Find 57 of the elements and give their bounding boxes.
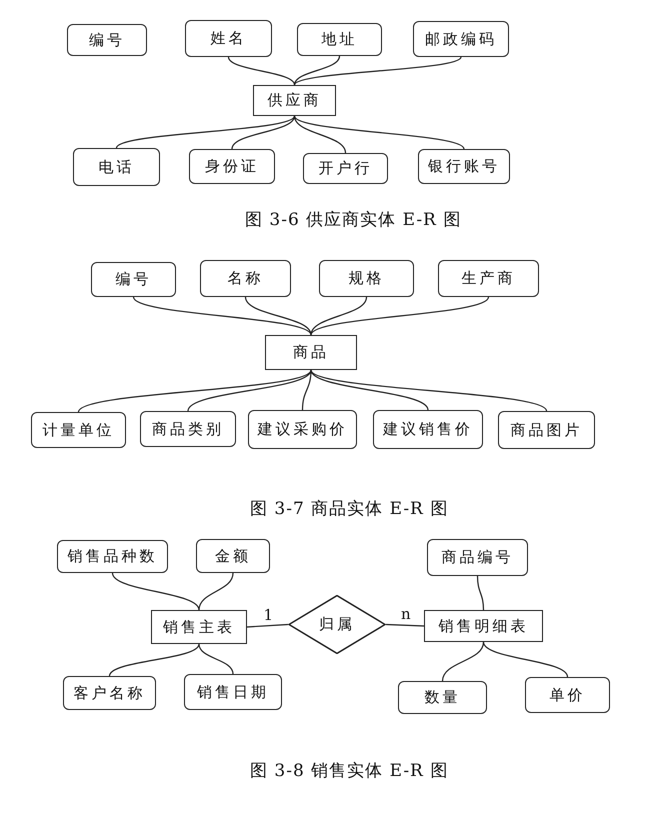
- entity-box: 商品: [265, 335, 357, 370]
- connector-line: [386, 624, 424, 627]
- connector-line: [112, 572, 200, 610]
- figure-caption: 图 3-8 销售实体 E-R 图: [250, 760, 448, 782]
- attribute-box: 建议采购价: [248, 410, 357, 449]
- connector-line: [294, 56, 340, 86]
- attribute-box: 电话: [73, 148, 160, 186]
- attribute-box: 编号: [91, 262, 176, 297]
- attribute-box: 单价: [525, 677, 610, 713]
- connector-line: [310, 370, 547, 412]
- connector-line: [310, 296, 368, 336]
- attribute-box: 开户行: [303, 153, 388, 184]
- connector-line: [78, 370, 312, 412]
- connector-line: [310, 370, 429, 410]
- connector-line: [294, 116, 346, 154]
- entity-box: 供应商: [253, 85, 336, 116]
- attribute-box: 计量单位: [31, 412, 126, 448]
- connector-line: [187, 370, 312, 412]
- connector-line: [133, 296, 312, 336]
- connector-line: [482, 642, 568, 678]
- connector-line: [198, 644, 234, 674]
- relationship-diamond: 归属: [288, 595, 386, 654]
- connector-line: [442, 642, 484, 682]
- connector-line: [244, 296, 312, 336]
- attribute-box: 邮政编码: [413, 21, 509, 57]
- connector-line: [294, 116, 464, 150]
- connector-line: [294, 56, 462, 86]
- attribute-box: 身份证: [189, 149, 275, 184]
- connector-line: [246, 624, 288, 628]
- entity-box: 销售主表: [151, 610, 247, 644]
- attribute-box: 地址: [297, 23, 382, 56]
- figure-caption: 图 3-6 供应商实体 E-R 图: [245, 209, 462, 231]
- connector-line: [476, 576, 484, 610]
- attribute-box: 数量: [398, 681, 487, 714]
- attribute-box: 姓名: [185, 20, 272, 57]
- connector-line: [302, 370, 312, 410]
- attribute-box: 生产商: [438, 260, 539, 297]
- figure-caption: 图 3-7 商品实体 E-R 图: [250, 498, 448, 520]
- connector-line: [228, 56, 296, 86]
- attribute-box: 客户名称: [63, 676, 156, 710]
- connector-line: [108, 644, 200, 676]
- attribute-box: 建议销售价: [373, 410, 483, 449]
- attribute-box: 名称: [200, 260, 291, 297]
- entity-box: 销售明细表: [424, 610, 543, 642]
- attribute-box: 商品编号: [427, 539, 528, 576]
- attribute-box: 销售品种数: [57, 540, 168, 573]
- attribute-box: 银行账号: [418, 149, 510, 184]
- attribute-box: 金额: [196, 539, 270, 573]
- attribute-box: 商品类别: [140, 411, 236, 447]
- connector-line: [231, 116, 296, 150]
- connector-line: [116, 116, 295, 148]
- attribute-box: 编号: [67, 24, 147, 56]
- attribute-box: 商品图片: [498, 411, 595, 449]
- connector-line: [198, 572, 234, 610]
- connector-line: [310, 296, 489, 336]
- attribute-box: 销售日期: [184, 674, 282, 710]
- attribute-box: 规格: [319, 260, 414, 297]
